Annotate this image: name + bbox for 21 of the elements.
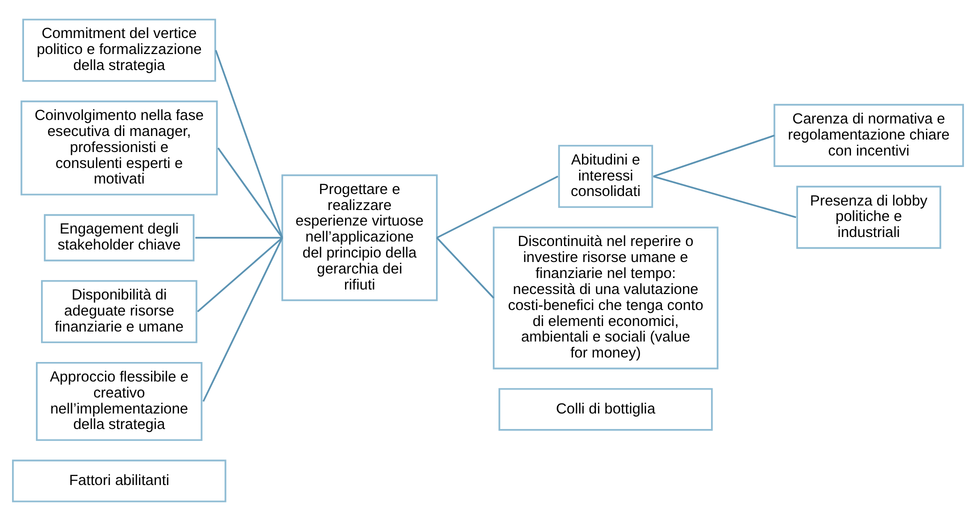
node-box: Colli di bottiglia (498, 388, 713, 430)
connector (653, 175, 796, 218)
node-box: Approccio flessibile e creativo nell’implementazione della strategia (36, 361, 202, 440)
connector (202, 236, 284, 402)
connector (197, 236, 283, 312)
node-box: Coinvolgimento nella fase esecutiva di manager, professionisti e consulenti esperti e motivati (20, 100, 218, 195)
node-box: Abitudini e interessi consolidati (558, 144, 654, 208)
node-box: Engagement degli stakeholder chiave (44, 214, 194, 261)
connector (195, 236, 282, 238)
node-box: Progettare e realizzare esperienze virtuose nell’applicazione del principio della gerarchia dei rifiuti (281, 174, 438, 301)
node-box: Fattori abilitanti (12, 459, 226, 502)
connector (214, 49, 284, 238)
node-box: Discontinuità nel reperire o investire risorse umane e finanziarie nel tempo: necessità di una valutazione costi-benefici che tenga conto di elementi economici, ambientali e sociali (value for money) (492, 226, 718, 369)
connector (436, 236, 494, 298)
connector (217, 146, 283, 238)
connector (436, 175, 558, 238)
connector (653, 134, 775, 177)
node-box: Commitment del vertice politico e formalizzazione della strategia (22, 18, 216, 82)
node-box: Disponibilità di adeguate risorse finanziarie e umane (41, 280, 198, 343)
node-box: Presenza di lobby politiche e industriali (796, 185, 942, 248)
node-box: Carenza di normativa e regolamentazione chiare con incentivi (774, 103, 964, 167)
